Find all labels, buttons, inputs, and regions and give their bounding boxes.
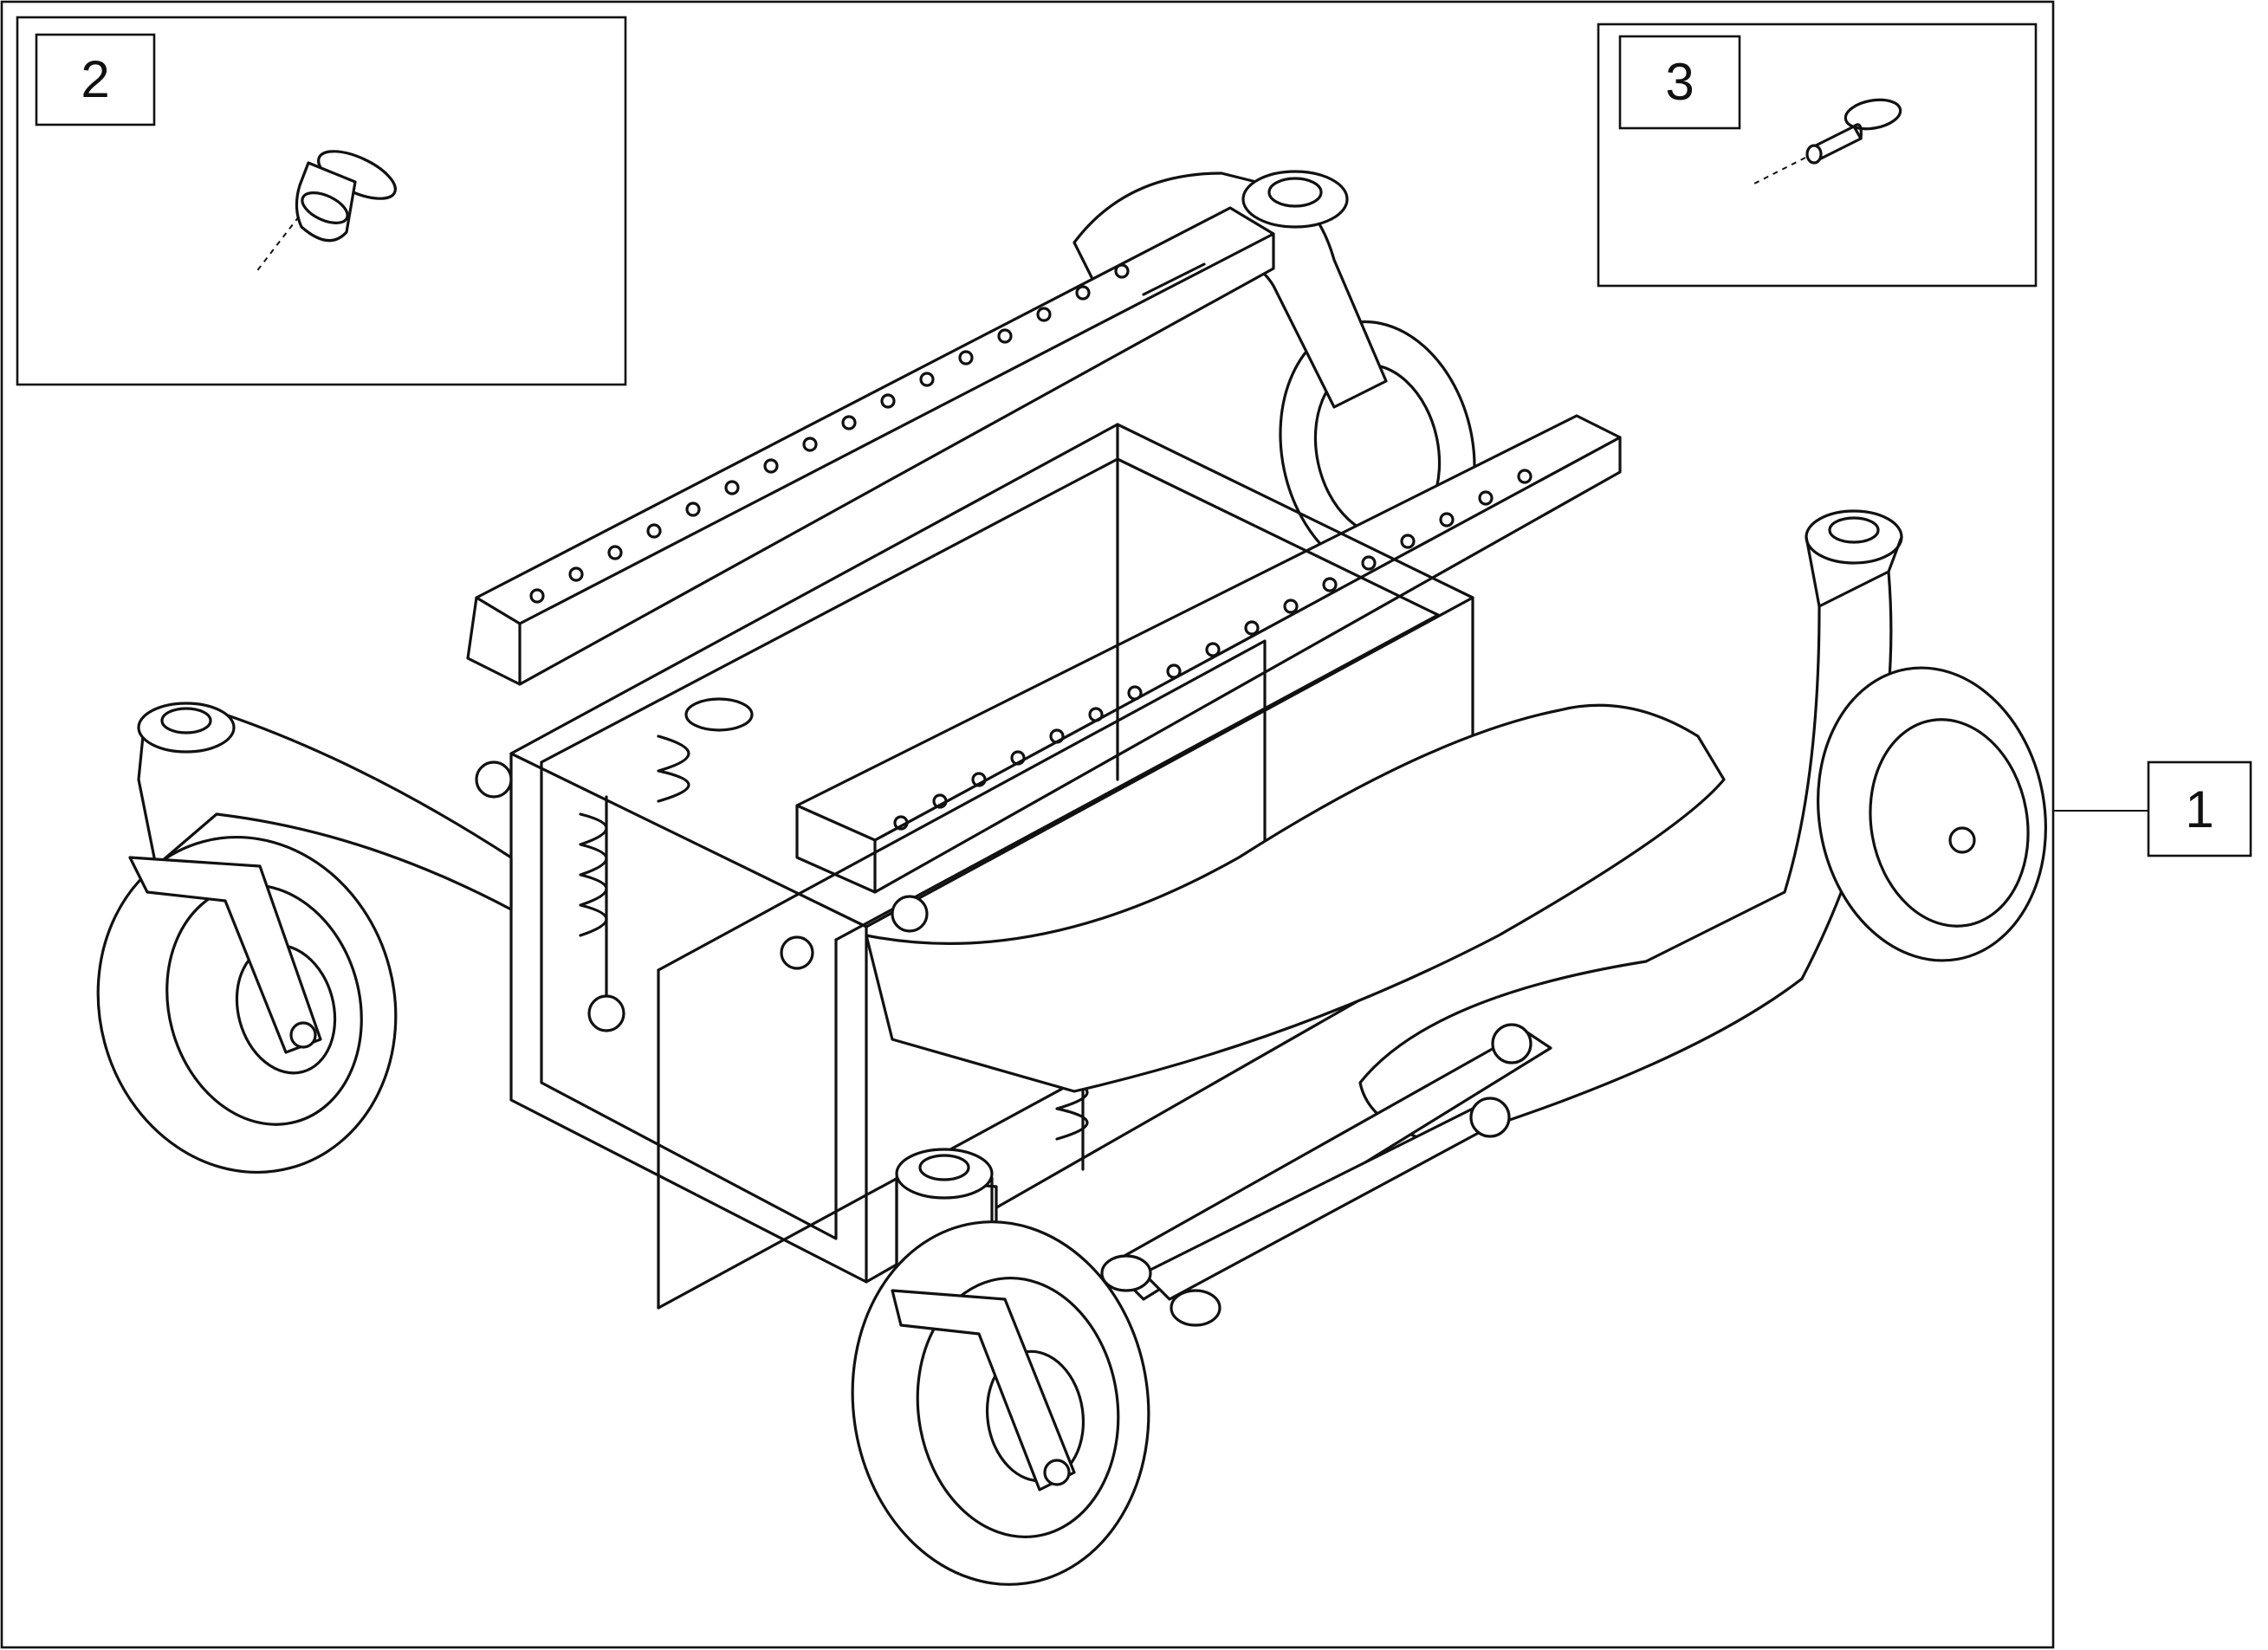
- pin-part-icon: [1753, 98, 1902, 184]
- callout-box-2: [35, 33, 156, 126]
- front-left-caster-arm: [137, 702, 513, 911]
- callout-box-3: [1618, 35, 1741, 130]
- bushing-part-icon: [255, 150, 397, 274]
- callout-label-3: 3: [1665, 53, 1694, 111]
- callout-label-1: 1: [2185, 780, 2213, 838]
- front-left-caster-wheel: [96, 835, 398, 1174]
- rear-right-drive-wheel: [1817, 666, 2047, 962]
- detail-box-2: 2: [16, 16, 627, 386]
- right-seat-rail: [795, 414, 1622, 894]
- tie-rod-linkage: [1100, 1023, 1552, 1327]
- callout-1: 1: [2052, 760, 2252, 857]
- left-seat-rail: [466, 206, 1275, 686]
- callout-box-1: [2147, 760, 2252, 857]
- callout-label-2: 2: [81, 50, 109, 108]
- front-center-caster-wheel: [851, 1220, 1150, 1586]
- power-base-frame-assembly: [96, 170, 2047, 1586]
- adjustment-knob: [475, 760, 929, 1032]
- detail-box-3: 3: [1597, 23, 2038, 288]
- center-frame: [509, 423, 1474, 1310]
- left-shock-absorber: [579, 697, 754, 998]
